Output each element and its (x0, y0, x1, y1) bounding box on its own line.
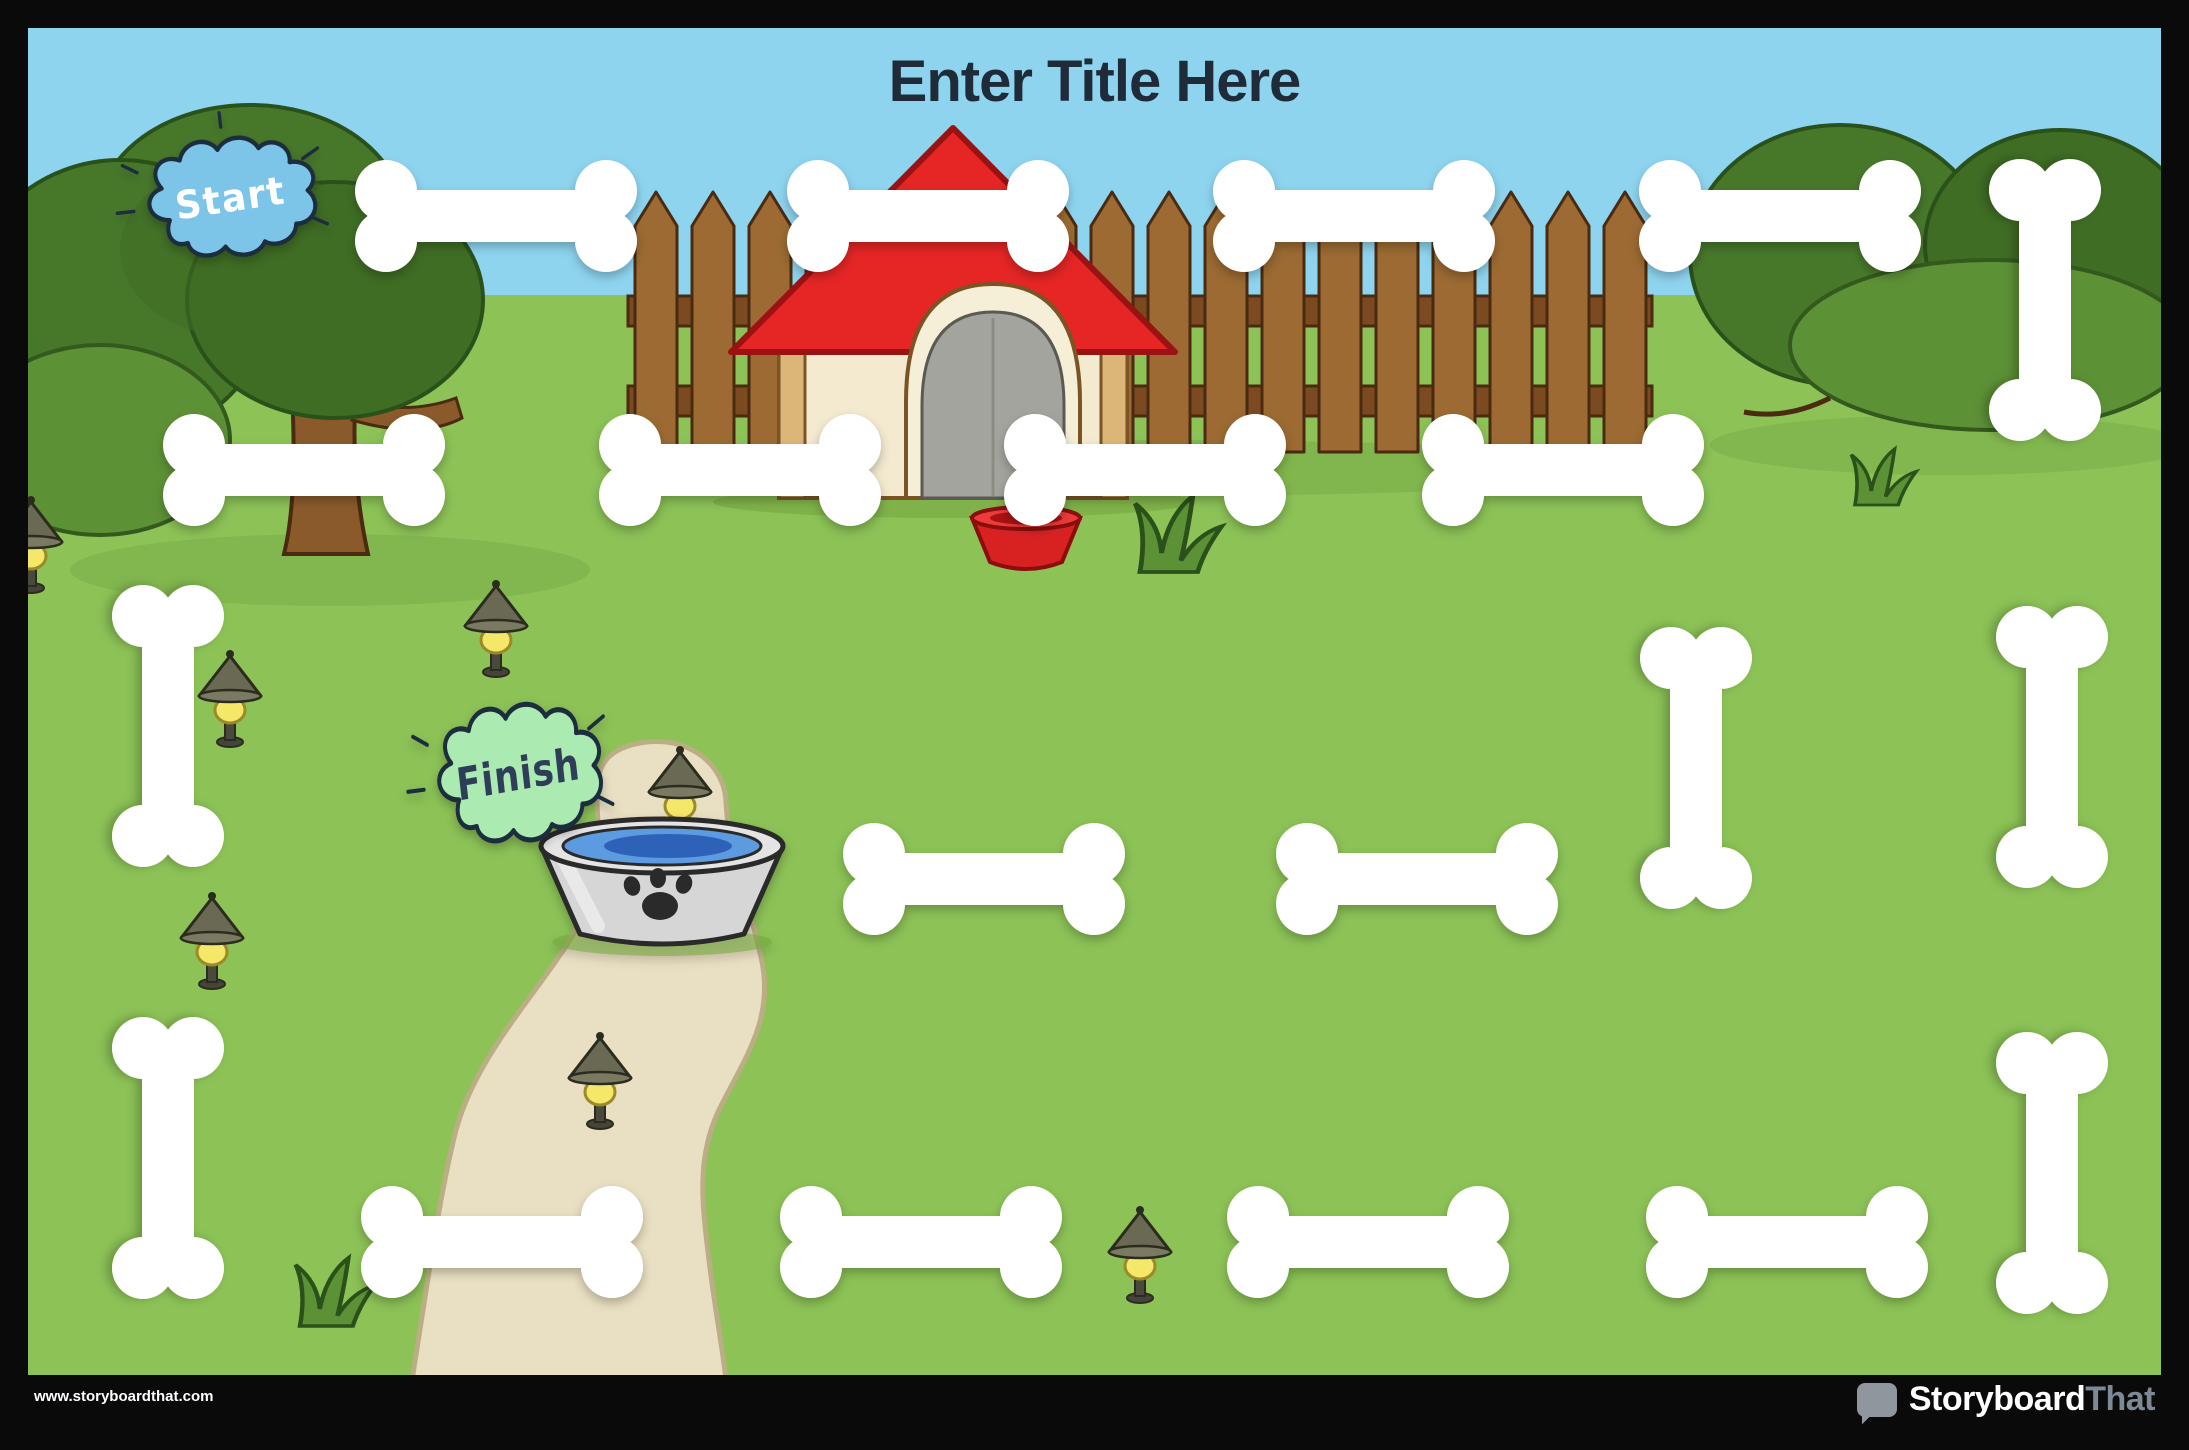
brand-logo[interactable]: StoryboardThat (1856, 1380, 2156, 1419)
garden-lamp (1107, 1206, 1173, 1304)
scene-canvas: Start Finish (28, 28, 2161, 1375)
brand-part2: That (2085, 1380, 2155, 1418)
start-marker[interactable]: Start (115, 111, 329, 258)
water-bowl (538, 816, 786, 956)
garden-lamp (179, 892, 245, 990)
bone-space[interactable] (1989, 159, 2101, 441)
cloud-bubble (437, 701, 604, 844)
paw-print-icon (623, 868, 693, 920)
game-board-scene: Start Finish Enter Title Here (28, 28, 2161, 1375)
bone-space[interactable] (112, 585, 224, 867)
brand-text: StoryboardThat (1908, 1380, 2156, 1419)
cloud-bubble (147, 135, 318, 258)
bone-space[interactable] (1640, 627, 1752, 909)
bone-space[interactable] (1639, 160, 1921, 272)
grass-tuft (1849, 445, 1921, 507)
bone-space[interactable] (843, 823, 1125, 935)
page-title[interactable]: Enter Title Here (888, 49, 1302, 114)
finish-marker[interactable]: Finish (406, 701, 615, 844)
footer-url: www.storyboardthat.com (34, 1388, 214, 1405)
bone-space[interactable] (1646, 1186, 1928, 1298)
bone-space[interactable] (1276, 823, 1558, 935)
bone-space[interactable] (1004, 414, 1286, 526)
speech-bubble-icon (1856, 1382, 1897, 1417)
garden-lamp (197, 650, 263, 748)
bone-space[interactable] (361, 1186, 643, 1298)
garden-lamp (28, 496, 64, 594)
garden-lamp (567, 1032, 633, 1130)
bone-space[interactable] (1422, 414, 1704, 526)
garden-lamp (463, 580, 529, 678)
bone-space[interactable] (1227, 1186, 1509, 1298)
brand-part1: Storyboard (1908, 1380, 2086, 1418)
bone-space[interactable] (599, 414, 881, 526)
bone-space[interactable] (1996, 606, 2108, 888)
bone-space[interactable] (1996, 1032, 2108, 1314)
bone-space[interactable] (355, 160, 637, 272)
bone-space[interactable] (780, 1186, 1062, 1298)
bone-path (112, 159, 2108, 1314)
bone-space[interactable] (112, 1017, 224, 1299)
bone-space[interactable] (1213, 160, 1495, 272)
bone-space[interactable] (163, 414, 445, 526)
bone-space[interactable] (787, 160, 1069, 272)
